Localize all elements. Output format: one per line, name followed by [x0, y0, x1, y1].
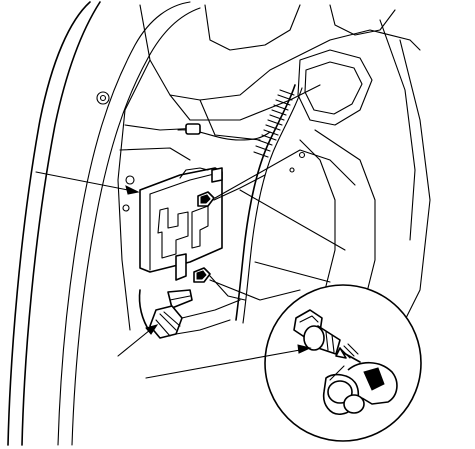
detail-bolt: [293, 309, 341, 355]
harness-connector: [138, 289, 241, 339]
mounting-bolt: [193, 174, 266, 301]
detail-bracket: [322, 343, 398, 415]
control-unit: [139, 167, 223, 281]
cable-boot: [253, 89, 295, 158]
callout-harness-connector: [117, 324, 159, 357]
callout-control-unit: [35, 171, 140, 195]
door-outer-panel: [7, 1, 201, 446]
door-cable: [177, 84, 303, 324]
detail-leaders: [209, 149, 356, 301]
door-inner-panel: [96, 4, 431, 341]
detail-view: [264, 284, 422, 442]
callout-detail-bolt: [145, 344, 312, 379]
door-rib: [289, 49, 376, 301]
